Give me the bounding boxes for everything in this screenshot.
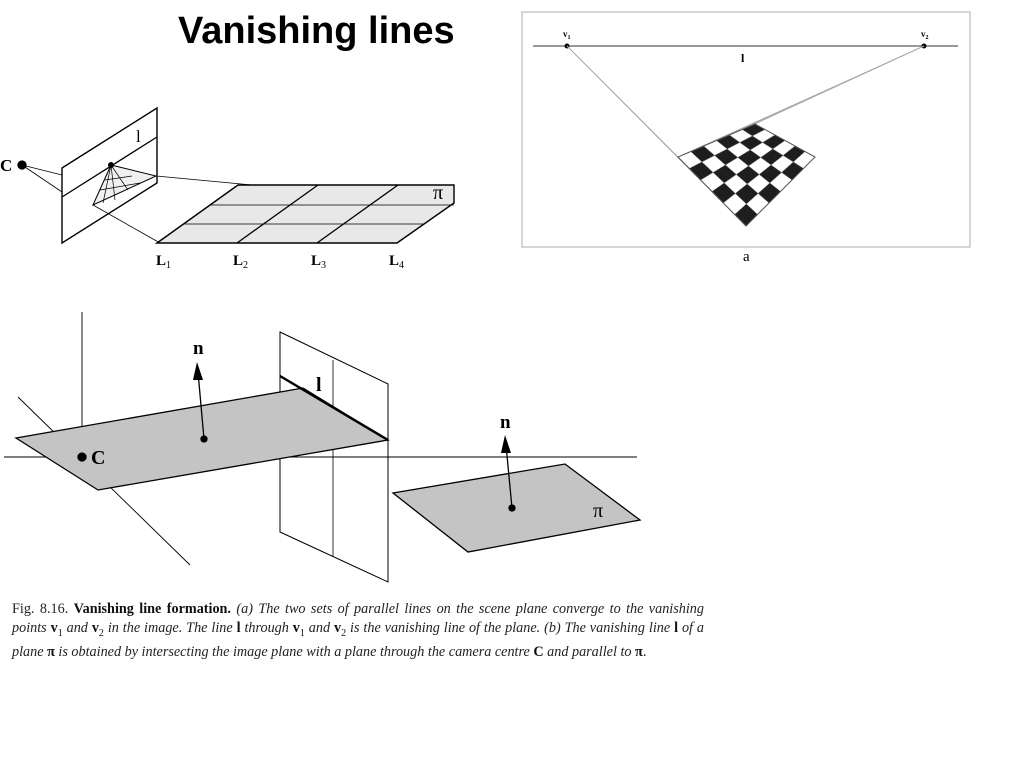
figure-b bbox=[4, 312, 642, 583]
v1-label: v1 bbox=[563, 29, 571, 41]
caption-pi: π bbox=[47, 643, 55, 660]
horizon-line-label: l bbox=[741, 51, 745, 65]
normal-vector bbox=[197, 371, 205, 440]
caption-text-b3: and parallel to bbox=[543, 643, 636, 660]
caption-text-b2: is obtained by intersecting the image pl… bbox=[54, 643, 534, 660]
normal-base-point bbox=[200, 435, 208, 443]
line-label-L1: L1 bbox=[156, 253, 171, 271]
v2-label: v2 bbox=[921, 29, 929, 41]
image-plane-b bbox=[279, 331, 389, 583]
line-label-L4: L4 bbox=[389, 253, 404, 271]
panel-label-a: a bbox=[743, 249, 750, 265]
camera-label-b: C bbox=[91, 447, 105, 469]
caption-v2: v2 bbox=[91, 620, 104, 639]
vanishing-line-label-b: l bbox=[316, 374, 322, 396]
grid-line bbox=[104, 175, 133, 181]
figure-checkerboard bbox=[521, 11, 971, 248]
caption-C: C bbox=[533, 643, 544, 660]
caption-and2: and bbox=[304, 620, 335, 636]
caption-v2b: v2 bbox=[334, 620, 347, 639]
normal-arrowhead-2 bbox=[501, 435, 511, 453]
camera-centre-b bbox=[77, 452, 87, 462]
caption-text-b1: of a plane bbox=[12, 620, 705, 660]
caption-title: Vanishing line formation. bbox=[73, 601, 231, 617]
normal-label-2: n bbox=[500, 412, 511, 433]
caption-through: through bbox=[240, 620, 293, 636]
grid-line bbox=[99, 182, 141, 191]
normal-vector-2 bbox=[505, 444, 513, 509]
caption-text-a2: in the image. The line bbox=[103, 620, 237, 636]
slide-title: Vanishing lines bbox=[178, 10, 454, 52]
vanishing-point bbox=[108, 162, 114, 168]
converging-line bbox=[677, 45, 925, 158]
vanishing-line-l-b bbox=[279, 374, 389, 442]
caption-v1: v1 bbox=[50, 620, 63, 639]
grid-line bbox=[110, 164, 116, 201]
scene-line-L2 bbox=[236, 184, 319, 244]
normal-label: n bbox=[193, 338, 204, 359]
caption-text-a3: is the vanishing line of the plane. (b) … bbox=[346, 620, 675, 636]
plane-label-pi: π bbox=[593, 500, 603, 522]
ray-line bbox=[92, 204, 161, 244]
caption-and: and bbox=[62, 620, 92, 636]
caption-v1b: v1 bbox=[292, 620, 305, 639]
camera-label: C bbox=[0, 156, 12, 175]
figure-caption: Fig. 8.16. Vanishing line formation. (a)… bbox=[12, 600, 704, 662]
normal-arrowhead bbox=[193, 362, 203, 380]
caption-text-a1: (a) The two sets of parallel lines on th… bbox=[12, 601, 704, 636]
caption-l: l bbox=[236, 620, 241, 636]
scene-plane-label: π bbox=[433, 182, 443, 204]
scene-line-L3 bbox=[316, 184, 399, 244]
grid-line bbox=[102, 164, 112, 204]
line-label-L2: L2 bbox=[233, 253, 248, 271]
vanishing-line-label: l bbox=[136, 127, 141, 146]
scene-plane bbox=[154, 184, 455, 244]
ray-line bbox=[155, 175, 253, 186]
checkerboard-outline bbox=[677, 123, 816, 227]
caption-end: . bbox=[642, 643, 647, 660]
ray-line bbox=[21, 164, 63, 193]
caption-pi2: π bbox=[635, 643, 643, 660]
normal-base-point-2 bbox=[508, 504, 516, 512]
ray-line bbox=[21, 164, 63, 176]
scene-line-labels: L1 L2 L3 L4 bbox=[156, 253, 404, 271]
scene-plane-pi bbox=[391, 463, 642, 553]
caption-fig-number: Fig. 8.16. bbox=[12, 601, 69, 617]
figure-a-left bbox=[17, 106, 455, 245]
line-label-L3: L3 bbox=[311, 253, 326, 271]
checkerboard bbox=[677, 123, 816, 227]
caption-l2: l bbox=[674, 620, 679, 636]
